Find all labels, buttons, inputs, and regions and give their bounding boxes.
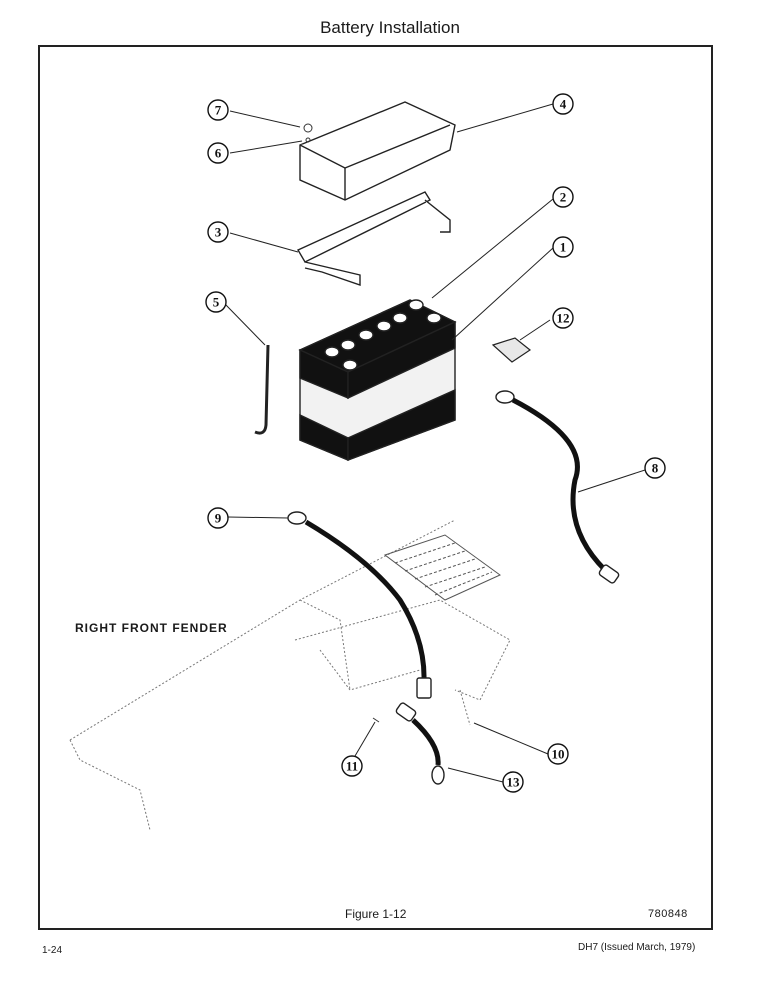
callout-3-circle — [207, 221, 229, 243]
small-hardware — [303, 123, 380, 723]
right-front-fender — [69, 519, 511, 831]
callout-13-circle — [502, 771, 524, 793]
page-number: 1-24 — [42, 945, 63, 956]
battery-cover — [299, 101, 456, 201]
callout-1-circle — [552, 236, 574, 258]
callout-11: 11 — [346, 759, 358, 774]
hold-down-bracket — [297, 191, 451, 286]
battery — [298, 299, 457, 462]
callout-11-circle — [341, 755, 363, 777]
figure-caption: Figure 1-12 — [345, 907, 407, 921]
callout-5-circle — [205, 291, 227, 313]
callout-7-circle — [207, 99, 229, 121]
callout-4-circle — [552, 93, 574, 115]
leader-lines — [224, 103, 646, 783]
callout-1: 1 — [560, 240, 567, 255]
callout-8: 8 — [652, 461, 659, 476]
callout-5: 5 — [213, 295, 220, 310]
cable-13 — [395, 702, 445, 785]
terminal-cap — [491, 337, 532, 363]
callout-10: 10 — [552, 747, 565, 762]
callout-12: 12 — [557, 311, 570, 326]
step-grating — [383, 534, 501, 601]
document-issue: DH7 (Issued March, 1979) — [578, 942, 696, 953]
cable-9 — [287, 511, 432, 699]
cable-8 — [495, 390, 620, 584]
callout-13: 13 — [507, 775, 521, 790]
fender-label: RIGHT FRONT FENDER — [75, 621, 228, 635]
callout-8-circle — [644, 457, 666, 479]
j-bolt — [254, 344, 270, 435]
callout-2: 2 — [560, 190, 567, 205]
callout-2-circle — [552, 186, 574, 208]
figure-frame — [38, 45, 713, 930]
callout-4: 4 — [560, 97, 567, 112]
callout-12-circle — [552, 307, 574, 329]
figure-number: 780848 — [648, 908, 688, 920]
callout-9: 9 — [215, 511, 222, 526]
callout-group — [205, 93, 666, 793]
callout-6-circle — [207, 142, 229, 164]
callout-9-circle — [207, 507, 229, 529]
callout-10-circle — [547, 743, 569, 765]
page-title: Battery Installation — [320, 18, 460, 37]
callout-6: 6 — [215, 146, 222, 161]
callout-3: 3 — [215, 225, 222, 240]
callout-7: 7 — [215, 103, 222, 118]
